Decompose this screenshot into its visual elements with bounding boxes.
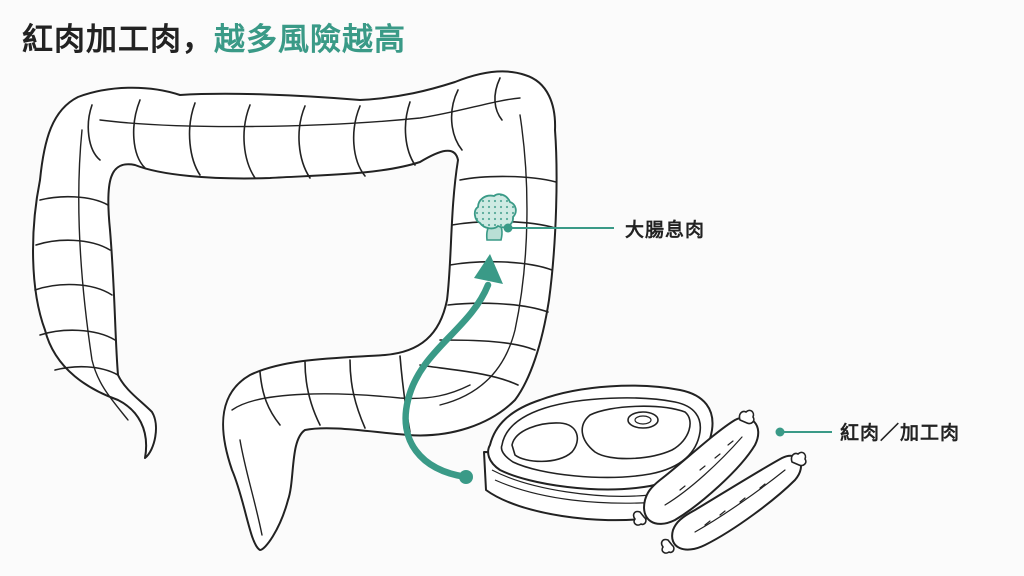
colon-outline <box>32 70 558 551</box>
sigmoid-inner <box>231 384 471 411</box>
label-colon-polyp: 大腸息肉 <box>625 219 706 241</box>
page-title: 紅肉加工肉，越多風險越高 <box>22 14 406 59</box>
steak-muscle-left <box>511 422 579 463</box>
label-red-processed-meat: 紅肉／加工肉 <box>840 422 961 444</box>
causal-arrow <box>402 254 503 484</box>
rectum-inner <box>239 439 263 536</box>
polyp-leader <box>503 223 614 233</box>
steak-side-lines <box>491 469 661 504</box>
transverse-inner <box>99 97 521 128</box>
sausage-front <box>660 451 807 554</box>
descending-inner <box>439 114 528 406</box>
steak-marrow <box>627 411 659 429</box>
meat-leader <box>775 427 832 437</box>
ascending-haustra <box>34 195 119 376</box>
title-part-risk: 越多風險越高 <box>214 22 406 58</box>
title-part-red-meat: 紅肉加工肉， <box>22 22 214 58</box>
colon <box>32 70 558 551</box>
transverse-haustra <box>87 77 503 179</box>
sausages <box>632 409 807 554</box>
steak-muscle-right <box>581 405 691 460</box>
polyp <box>473 193 517 241</box>
steak-top <box>487 384 714 491</box>
sausage-back <box>632 409 760 526</box>
steak-fat-rim <box>500 397 702 479</box>
ascending-inner <box>78 129 129 421</box>
